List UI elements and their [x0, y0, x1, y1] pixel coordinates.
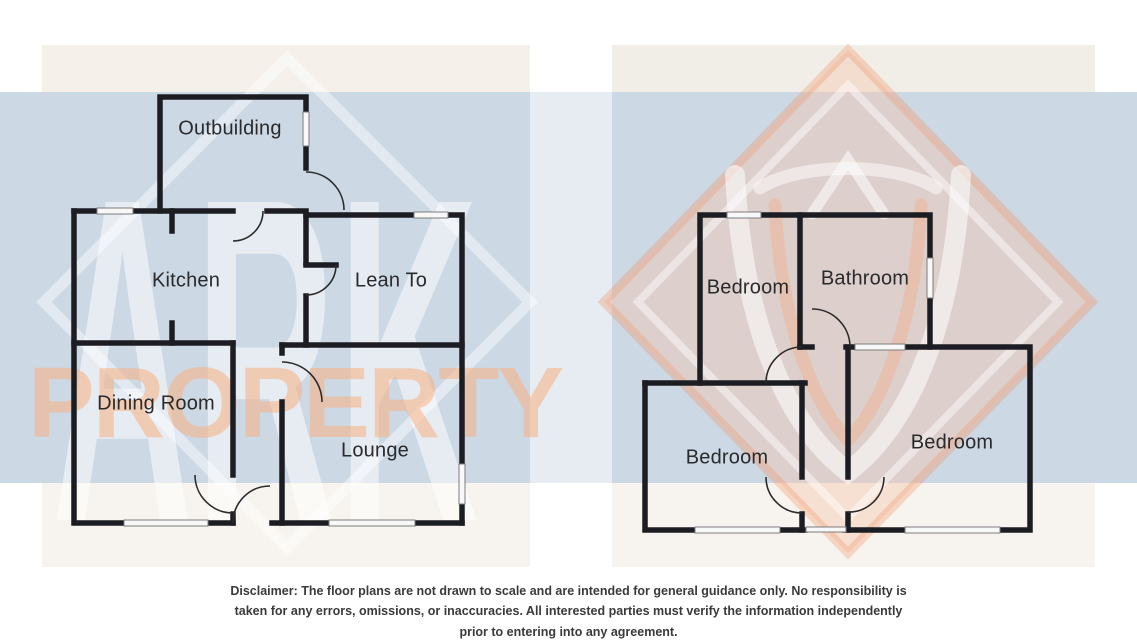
right-card-bottom-strip: [612, 483, 1095, 567]
room-label-kitchen: Kitchen: [151, 269, 221, 292]
room-label-bedroom-top: Bedroom: [706, 276, 790, 299]
disclaimer-line-2: taken for any errors, omissions, or inac…: [234, 604, 903, 619]
floorplan-first-walls: [642, 212, 1033, 533]
card-gap-highlight: [530, 92, 612, 483]
room-label-dining-room: Dining Room: [97, 392, 215, 415]
disclaimer-text: Disclaimer: The floor plans are not draw…: [0, 581, 1137, 642]
room-label-bathroom: Bathroom: [820, 267, 910, 290]
disclaimer-line-3: prior to entering into any agreement.: [459, 624, 678, 639]
disclaimer-line-1: Disclaimer: The floor plans are not draw…: [230, 584, 907, 598]
left-diamond-outline: [36, 50, 538, 556]
watermark-property-text: PROPERTY: [28, 347, 563, 459]
room-label-outbuilding: Outbuilding: [178, 117, 282, 140]
floorplan-ground-doors: [194, 171, 345, 524]
floorplan-ground-windows: [96, 111, 466, 527]
left-card-top-strip: [42, 45, 530, 92]
room-label-bedroom-left: Bedroom: [685, 446, 769, 469]
room-label-lean-to: Lean To: [354, 269, 428, 292]
floorplan-first-windows: [694, 211, 1001, 534]
right-diamond-watermark: [597, 43, 1099, 560]
house-roof-icon: [806, 150, 890, 220]
room-label-lounge: Lounge: [341, 439, 409, 462]
right-card-top-strip: [612, 45, 1095, 92]
room-label-bedroom-right: Bedroom: [910, 431, 994, 454]
watermark-ark-text: ARK: [52, 103, 480, 619]
floorplan-first-doors: [765, 308, 885, 514]
